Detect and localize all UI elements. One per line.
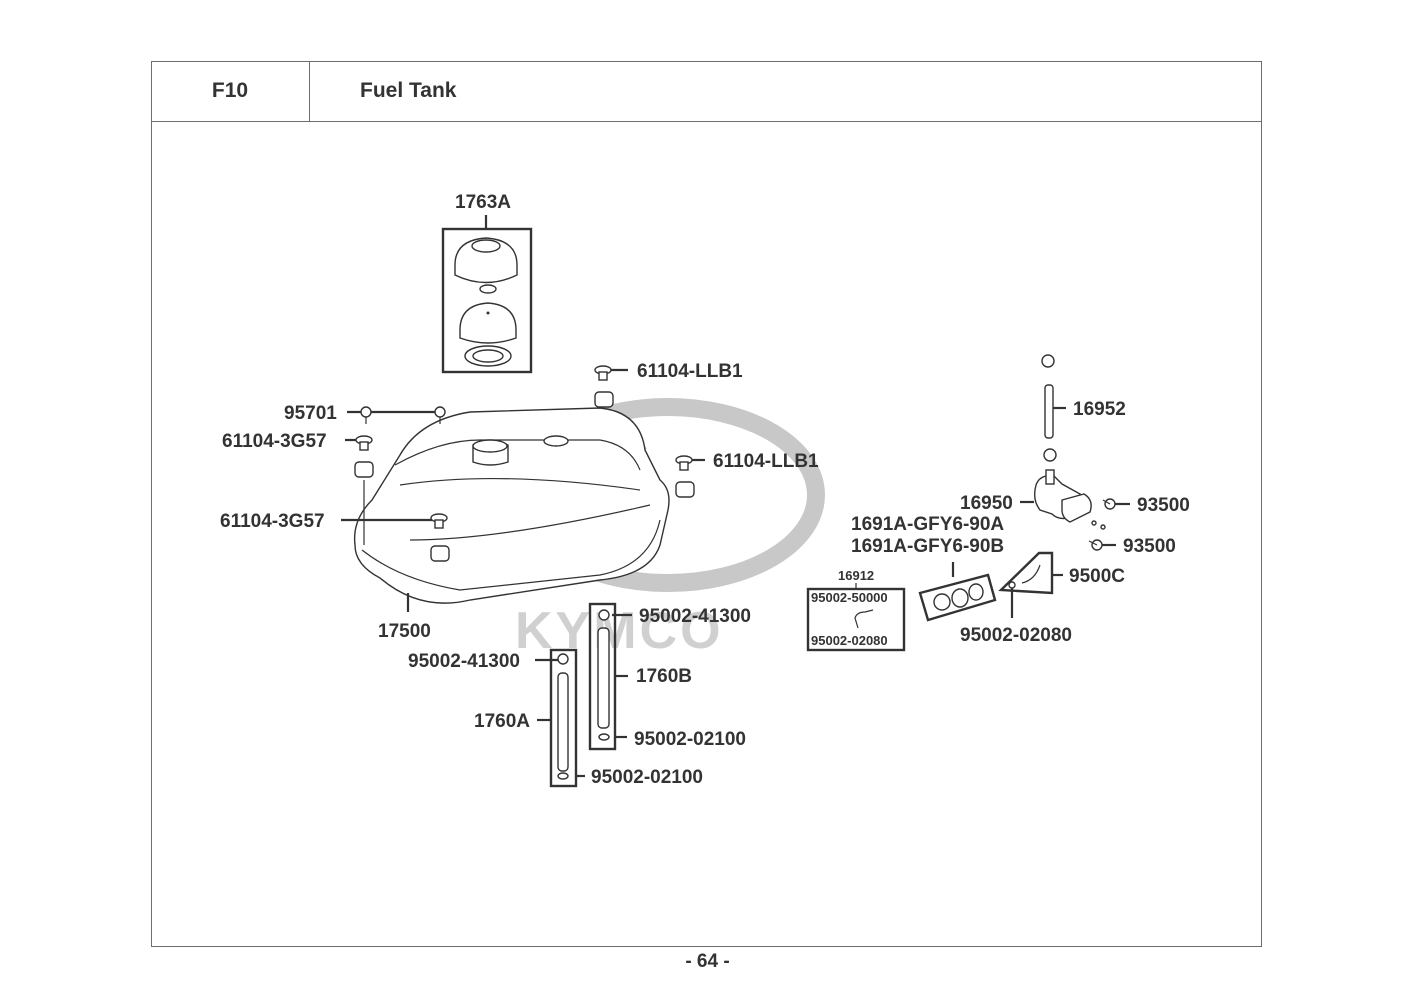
collar-shank bbox=[434, 519, 444, 529]
hose-clamp-icon bbox=[557, 772, 569, 780]
section-code: F10 bbox=[211, 79, 249, 102]
label-95002-02100-b: 95002-02100 bbox=[634, 729, 746, 750]
fuel-filter-body bbox=[951, 588, 969, 608]
rubber-grommet-icon bbox=[594, 391, 614, 408]
hose-clamp-icon bbox=[598, 609, 610, 621]
label-95002-02080-left: 95002-02080 bbox=[811, 633, 888, 648]
fuel-cap-icon bbox=[454, 237, 518, 284]
cap-assembly: 1763A bbox=[441, 192, 533, 374]
tank-port-icon bbox=[543, 435, 569, 447]
tube-1760a-group: 95002-41300 1760A 95002-02100 bbox=[408, 648, 703, 788]
fuel-tube-icon bbox=[597, 627, 610, 729]
label-16952: 16952 bbox=[1073, 399, 1126, 420]
hose-clamp-icon bbox=[557, 653, 569, 665]
header-separator bbox=[309, 61, 310, 122]
hose-clamp-icon bbox=[1041, 354, 1055, 368]
section-title: Fuel Tank bbox=[360, 79, 457, 102]
label-93500-top: 93500 bbox=[1137, 495, 1190, 516]
cushion-3g57-bottom: 61104-3G57 bbox=[220, 511, 450, 562]
cap-top bbox=[471, 239, 501, 253]
vacuum-hose-group: 9500C 95002-02080 bbox=[960, 551, 1125, 646]
vacuum-hose-icon bbox=[1021, 564, 1041, 584]
part-group-box bbox=[441, 227, 533, 374]
hose-16912-group: 16912 95002-50000 95002-02080 bbox=[806, 568, 906, 652]
label-1763a: 1763A bbox=[455, 192, 511, 213]
hose-clamp-icon bbox=[598, 733, 610, 741]
cushion-3g57-top: 61104-3G57 bbox=[222, 431, 374, 545]
part-group-box bbox=[549, 648, 578, 788]
cushion-llb1-mid: 61104-LLB1 bbox=[675, 451, 819, 498]
label-1691a-gfy6-90a: 1691A-GFY6-90A bbox=[851, 514, 1004, 535]
screw-shank bbox=[1088, 540, 1098, 546]
collar-shank bbox=[679, 461, 689, 471]
part-group-box bbox=[918, 573, 997, 622]
label-95002-41300-a: 95002-41300 bbox=[408, 651, 520, 672]
label-1691a-gfy6-90b: 1691A-GFY6-90B bbox=[851, 536, 1004, 557]
label-95002-41300-b: 95002-41300 bbox=[639, 606, 751, 627]
fuel-filter-group: 1691A-GFY6-90A 1691A-GFY6-90B bbox=[851, 514, 1004, 622]
cap-inner-icon bbox=[459, 302, 517, 344]
label-95002-02080-right: 95002-02080 bbox=[960, 625, 1072, 646]
label-9500c: 9500C bbox=[1069, 566, 1125, 587]
fuel-filter-icon bbox=[933, 593, 951, 611]
label-61104-llb1-mid: 61104-LLB1 bbox=[713, 451, 819, 472]
bolt-icon bbox=[434, 406, 446, 418]
screw-shank bbox=[1102, 499, 1111, 505]
tank-ridge bbox=[394, 439, 641, 471]
label-17500: 17500 bbox=[378, 621, 431, 642]
label-16912: 16912 bbox=[838, 568, 874, 583]
header-divider bbox=[151, 121, 1262, 122]
small-screw-icon bbox=[1100, 524, 1106, 530]
bolt-icon bbox=[360, 406, 372, 418]
small-screw-icon bbox=[1091, 520, 1097, 526]
tank-ridge-3 bbox=[409, 504, 651, 541]
watermark-text: KYMCO bbox=[515, 602, 724, 660]
label-61104-llb1-top: 61104-LLB1 bbox=[637, 361, 743, 382]
fuel-cock-group: 16952 16950 bbox=[960, 354, 1126, 523]
fuel-filter-end bbox=[968, 583, 984, 601]
hose-clamp-icon bbox=[1043, 448, 1057, 462]
tank-flange bbox=[361, 519, 661, 591]
label-93500-bottom: 93500 bbox=[1123, 536, 1176, 557]
hose-clip-icon bbox=[1008, 581, 1016, 589]
label-95701: 95701 bbox=[284, 403, 337, 424]
screws-93500: 93500 93500 bbox=[1088, 495, 1190, 557]
cap-gasket-inner bbox=[472, 349, 504, 363]
cap-washer-icon bbox=[479, 284, 497, 294]
label-95002-50000: 95002-50000 bbox=[811, 590, 888, 605]
cushion-llb1-top: 61104-LLB1 bbox=[594, 361, 743, 408]
label-16950: 16950 bbox=[960, 493, 1013, 514]
fuel-hose-icon bbox=[1044, 384, 1054, 439]
bolt-95701: 95701 bbox=[284, 403, 446, 424]
part-group-box bbox=[998, 551, 1054, 595]
label-61104-3g57-top: 61104-3G57 bbox=[222, 431, 327, 452]
collar-shank bbox=[598, 371, 608, 381]
vent-hose-icon bbox=[854, 609, 874, 629]
tank-ridge-2 bbox=[399, 477, 641, 491]
diagram-frame bbox=[151, 61, 1262, 947]
tube-1760b-group: 95002-41300 1760B 95002-02100 bbox=[588, 602, 751, 751]
label-95002-02100-a: 95002-02100 bbox=[591, 767, 703, 788]
rubber-grommet-icon bbox=[675, 481, 695, 498]
page-number: - 64 - bbox=[685, 951, 730, 972]
cap-inner-dot bbox=[486, 311, 490, 315]
label-1760b: 1760B bbox=[636, 666, 692, 687]
fuel-cock-diaphragm bbox=[1061, 493, 1092, 523]
part-group-box bbox=[806, 587, 906, 652]
rubber-grommet-icon bbox=[354, 461, 374, 478]
rubber-grommet-icon bbox=[430, 545, 450, 562]
fuel-tube-icon bbox=[557, 672, 569, 772]
label-1760a: 1760A bbox=[474, 711, 530, 732]
fuel-cock-inlet bbox=[1045, 469, 1055, 485]
collar-shank bbox=[359, 441, 369, 451]
filler-neck-top bbox=[472, 439, 508, 453]
label-61104-3g57-bottom: 61104-3G57 bbox=[220, 511, 325, 532]
